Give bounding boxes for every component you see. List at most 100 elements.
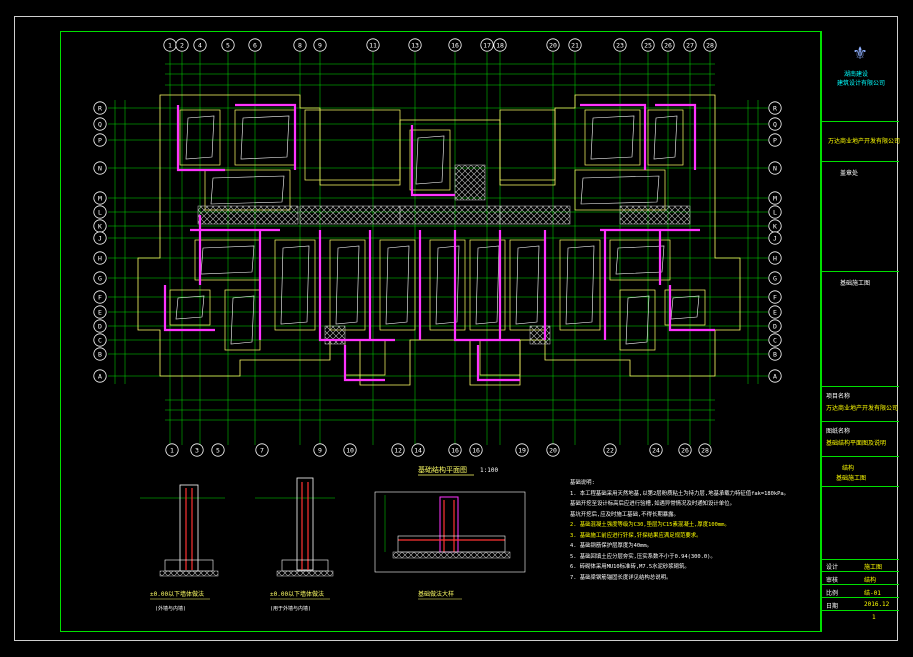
notes-list: 1. 本工程基础采用天然地基,以第2层粉质粘土为持力层,地基承载力特征值fak=…: [570, 489, 810, 584]
plan-scale: 1:100: [480, 467, 498, 474]
note-item: 5. 基础回填土应分层夯实,压实系数不小于0.94(300.0)。: [570, 553, 716, 560]
svg-text:16: 16: [472, 446, 480, 454]
svg-text:K: K: [98, 222, 102, 230]
svg-text:9: 9: [318, 41, 322, 49]
svg-text:G: G: [98, 274, 102, 282]
svg-text:27: 27: [686, 41, 694, 49]
svg-text:M: M: [773, 194, 777, 202]
title-block: ⚜ 湖南建设 建筑设计有限公司 万达商业地产开发有限公司 盖章处 基础施工图 项…: [821, 31, 901, 632]
svg-text:3: 3: [195, 446, 199, 454]
svg-text:D: D: [98, 322, 102, 330]
svg-text:8: 8: [298, 41, 302, 49]
svg-text:1: 1: [168, 41, 172, 49]
svg-text:G: G: [773, 274, 777, 282]
project-name-2: 万达商业地产开发有限公司: [826, 405, 899, 412]
svg-text:28: 28: [701, 446, 709, 454]
company-name: 湖南建设: [844, 71, 869, 78]
svg-text:21: 21: [571, 41, 579, 49]
walls-layer: [137, 94, 741, 386]
note-item: 4. 基础钢筋保护层厚度为40mm。: [570, 543, 653, 549]
company-sub: 建筑设计有限公司: [837, 80, 886, 87]
project-name: 万达商业地产开发有限公司: [828, 138, 901, 145]
svg-text:25: 25: [644, 41, 652, 49]
notes-title: 基础说明:: [570, 480, 595, 486]
sheet-name-2: 基础施工图: [836, 475, 867, 482]
svg-text:H: H: [98, 254, 102, 262]
drawing-name: 基础结构平面图及说明: [826, 440, 887, 447]
svg-text:26: 26: [681, 446, 689, 454]
discipline-value: 结构: [864, 577, 877, 584]
svg-text:6: 6: [253, 41, 257, 49]
sheet-no: 结-01: [864, 590, 881, 597]
check-label: 审核: [826, 577, 839, 584]
svg-text:20: 20: [549, 41, 557, 49]
svg-text:E: E: [773, 308, 777, 316]
svg-text:4: 4: [198, 41, 202, 49]
svg-text:13: 13: [411, 41, 419, 49]
svg-text:P: P: [773, 136, 777, 144]
svg-text:J: J: [773, 234, 777, 242]
svg-text:P: P: [98, 136, 102, 144]
svg-text:5: 5: [216, 446, 220, 454]
note-item: 3. 基础施工前应进行钎探,钎探结果应满足规范要求。: [570, 532, 702, 539]
svg-text:26: 26: [664, 41, 672, 49]
svg-text:16: 16: [451, 41, 459, 49]
project-label: 项目名称: [826, 393, 851, 400]
foundation-detail: 基础做法大样: [374, 491, 526, 600]
note-item: 基坑开挖后,应及时施工基础,不得长期暴露。: [570, 511, 679, 518]
svg-text:23: 23: [616, 41, 624, 49]
svg-text:J: J: [98, 234, 102, 242]
svg-text:N: N: [773, 164, 777, 172]
note-item: 1. 本工程基础采用天然地基,以第2层粉质粘土为持力层,地基承载力特征值fak=…: [570, 490, 790, 497]
svg-text:11: 11: [369, 41, 377, 49]
stage-value: 施工图: [864, 564, 883, 571]
svg-text:Q: Q: [773, 120, 777, 128]
drawing-frame: [60, 31, 821, 632]
svg-text:A: A: [773, 372, 777, 380]
svg-text:17: 17: [483, 41, 491, 49]
svg-text:N: N: [98, 164, 102, 172]
svg-text:14: 14: [414, 446, 422, 454]
note-item: 2. 基础混凝土强度等级为C30,垫层为C15素混凝土,厚度100mm。: [570, 522, 730, 528]
sheet-name: 基础施工图: [840, 280, 871, 287]
svg-text:18: 18: [496, 41, 504, 49]
detail1-title: ±0.00以下墙体做法: [150, 590, 204, 598]
svg-text:24: 24: [652, 446, 660, 454]
svg-text:2: 2: [180, 41, 184, 49]
svg-text:K: K: [773, 222, 777, 230]
note-item: 6. 砖砌体采用MU10标准砖,M7.5水泥砂浆砌筑。: [570, 564, 690, 570]
foundation-notes: 基础说明: 1. 本工程基础采用天然地基,以第2层粉质粘土为持力层,地基承载力特…: [570, 478, 810, 583]
svg-text:M: M: [98, 194, 102, 202]
svg-text:16: 16: [451, 446, 459, 454]
stage-label: 设计: [826, 564, 839, 571]
svg-text:L: L: [98, 208, 102, 216]
discipline: 结构: [842, 465, 855, 472]
svg-text:28: 28: [706, 41, 714, 49]
detail2-title: ±0.00以下墙体做法: [270, 590, 324, 598]
svg-text:12: 12: [394, 446, 402, 454]
note-item: 7. 基础梁钢筋锚固长度详见结构总说明。: [570, 574, 672, 581]
svg-text:C: C: [98, 336, 102, 344]
svg-text:B: B: [98, 350, 102, 358]
svg-text:F: F: [773, 293, 777, 301]
company-logo-icon: ⚜: [853, 40, 867, 64]
svg-text:9: 9: [318, 446, 322, 454]
svg-text:L: L: [773, 208, 777, 216]
sheet-border: [14, 16, 898, 641]
svg-text:5: 5: [226, 41, 230, 49]
scale-label: 比例: [826, 590, 839, 597]
svg-text:19: 19: [518, 446, 526, 454]
svg-text:A: A: [98, 372, 102, 380]
page-value: 1: [872, 614, 876, 621]
svg-text:B: B: [773, 350, 777, 358]
svg-text:C: C: [773, 336, 777, 344]
plan-title: 基础结构平面图: [418, 465, 467, 474]
detail1-sub: (外墙与内墙): [155, 605, 186, 612]
svg-text:R: R: [98, 104, 102, 112]
note-item: 基础开挖至设计标高后应进行验槽,如遇异常情况及时通知设计单位。: [570, 501, 735, 507]
